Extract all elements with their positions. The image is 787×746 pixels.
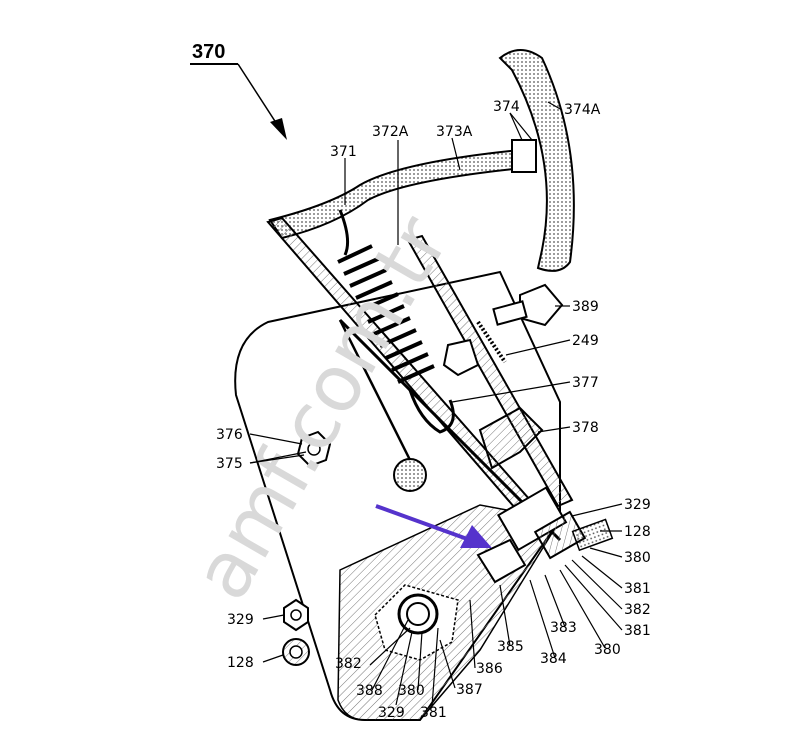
label-128-right: 128 [624,524,651,540]
label-388: 388 [356,683,383,699]
block-378 [478,406,544,470]
label-385: 385 [497,639,524,655]
label-389: 389 [572,299,599,315]
label-383: 383 [550,620,577,636]
label-381-right-lower: 381 [624,623,651,639]
label-128-left: 128 [227,655,254,671]
figure-number: 370 [192,41,225,63]
label-249: 249 [572,333,599,349]
highlight-arrow-shaft [375,504,471,542]
label-375: 375 [216,456,243,472]
label-380-right: 380 [624,550,651,566]
label-373a: 373A [436,124,473,140]
label-381-right-upper: 381 [624,581,651,597]
label-386: 386 [476,661,503,677]
label-382-bottom: 382 [335,656,362,672]
label-378: 378 [572,420,599,436]
label-384: 384 [540,651,567,667]
stud-249 [476,320,507,364]
leader-lines [249,101,623,707]
knob-rod [338,319,412,461]
lock-washer-128-hole [289,645,303,659]
label-382-right: 382 [624,602,651,618]
label-329-bottom: 329 [378,705,405,721]
label-381-bottom: 381 [420,705,447,721]
label-387: 387 [456,682,483,698]
label-374a: 374A [564,102,601,118]
linkage-assembly [476,486,614,584]
label-376: 376 [216,427,243,443]
highlight-arrow-head [460,525,492,548]
figure-pointer-head [270,118,287,140]
label-374: 374 [493,99,520,115]
label-371: 371 [330,144,357,160]
washer-375 [307,442,321,456]
bolt-389 [492,283,564,327]
label-380-bottom-right: 380 [594,642,621,658]
label-377: 377 [572,375,599,391]
label-380-bottom: 380 [398,683,425,699]
pedal-pad [498,49,575,272]
label-372a: 372A [372,124,409,140]
loose-nut-329-hole [290,609,302,621]
label-329-right: 329 [624,497,651,513]
spring [337,209,455,434]
label-329-left: 329 [227,612,254,628]
housing-nut [442,338,480,377]
pad-bolt [511,139,537,173]
knob [393,458,427,492]
